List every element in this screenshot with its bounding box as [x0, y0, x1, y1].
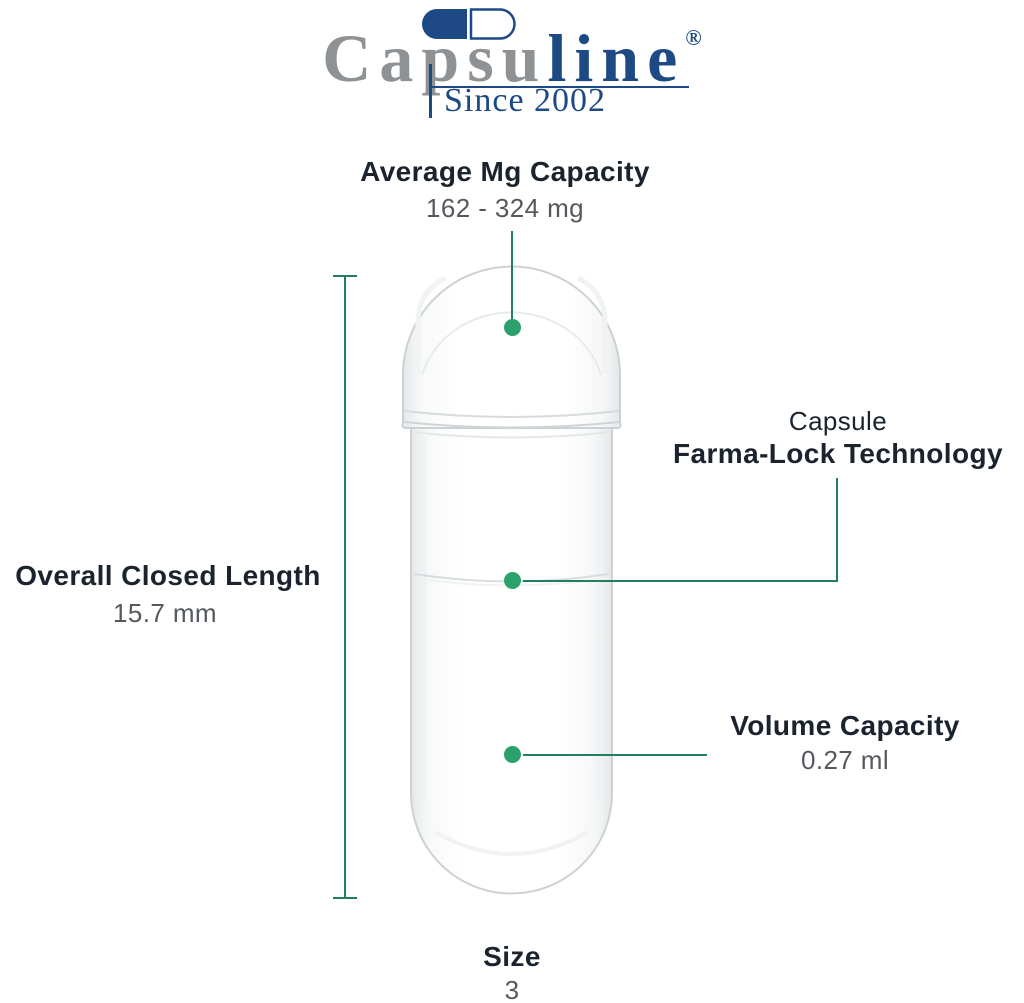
farma-lock-dot [504, 572, 521, 589]
brand-tagline: Since 2002 [444, 82, 607, 119]
logo-descender-line [429, 64, 432, 118]
mg-capacity-value: 162 - 324 mg [425, 193, 584, 223]
length-measure-line [344, 276, 346, 898]
capsule-illustration [401, 265, 622, 895]
farma-lock-title: Farma-Lock Technology [673, 438, 1003, 469]
farma-lock-pointer-vline [836, 478, 838, 582]
capsule-pill-icon [422, 8, 516, 40]
closed-length-title: Overall Closed Length [15, 560, 321, 591]
logo-underline [431, 86, 689, 88]
farma-lock-subtitle: Capsule [788, 406, 888, 436]
mg-capacity-dot [504, 319, 521, 336]
volume-capacity-pointer-line [523, 754, 707, 756]
closed-length-value: 15.7 mm [113, 598, 217, 628]
volume-capacity-dot [504, 746, 521, 763]
brand-name-part2: line [547, 20, 686, 96]
volume-capacity-title: Volume Capacity [730, 710, 960, 741]
volume-capacity-value: 0.27 ml [800, 745, 890, 775]
size-title: Size [483, 941, 541, 972]
farma-lock-pointer-hline [523, 580, 838, 582]
size-value: 3 [504, 975, 520, 1003]
length-measure-cap-bottom [333, 897, 357, 899]
mg-capacity-title: Average Mg Capacity [360, 156, 650, 187]
mg-capacity-pointer-line [511, 231, 513, 321]
registered-mark-icon: ® [685, 25, 702, 50]
